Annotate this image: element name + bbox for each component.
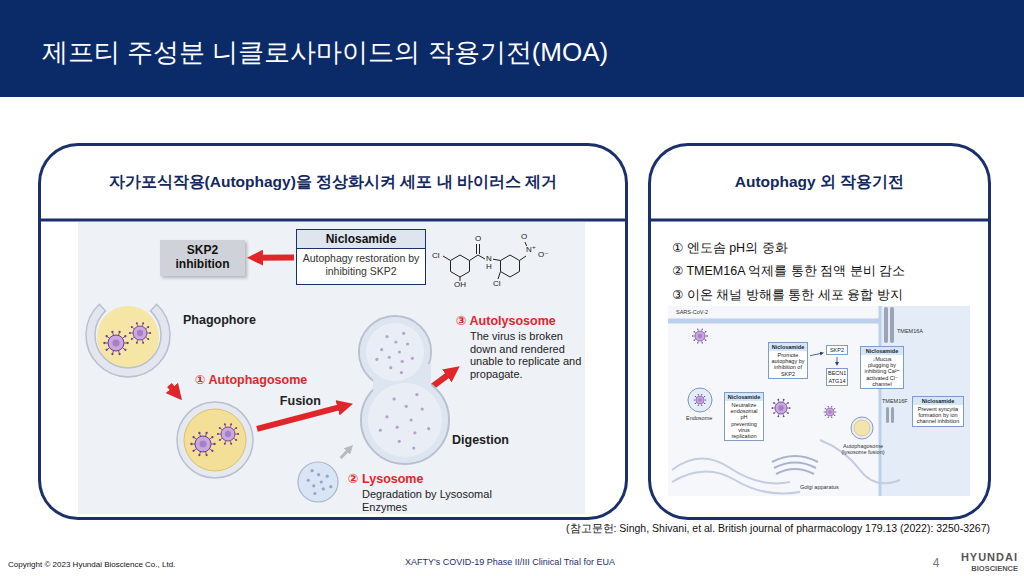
node-heading: SKP2 inhibition bbox=[160, 241, 245, 275]
node-text: Digestion bbox=[452, 433, 532, 447]
cell-membrane bbox=[668, 319, 880, 324]
node-text: Degradation by Lysosomal Enzymes bbox=[362, 488, 497, 513]
virus-symbol bbox=[694, 394, 707, 406]
logo-text: HYUNDAI bbox=[948, 551, 1018, 563]
node-heading: SKP2 bbox=[827, 346, 847, 354]
channel-label: TMEM16A bbox=[897, 328, 923, 334]
content-panel: Autophagy 외 작용기전 ① 엔도솜 pH의 중화 ② TMEM16A 억제… bbox=[648, 143, 991, 520]
virus-group bbox=[692, 328, 836, 418]
autophagosome: ① Autophagosome bbox=[175, 400, 255, 480]
protein-box: SKP2 bbox=[826, 345, 848, 355]
target-box: SKP2 inhibition bbox=[160, 240, 245, 276]
node-heading: ② Lysosome bbox=[348, 471, 468, 486]
slide-title: 제프티 주성분 니클로사마이드의 작용기전(MOA) bbox=[42, 35, 608, 70]
autophagosome-outline bbox=[175, 400, 255, 480]
node-heading: Niclosamide bbox=[769, 343, 807, 351]
node-text: ATG14 bbox=[827, 377, 847, 385]
cell-membrane bbox=[879, 306, 882, 496]
atom-label: N bbox=[485, 255, 493, 263]
node-text: ↓Mucus plugging by inhibiting Ca²⁺ activ… bbox=[861, 355, 903, 388]
er-membrane bbox=[672, 440, 900, 494]
connector-arrow bbox=[837, 357, 838, 364]
autolysosome-outline bbox=[355, 314, 455, 466]
lysosome: ② LysosomeDegradation by Lysosomal Enzym… bbox=[296, 460, 340, 504]
phagophore: Phagophore bbox=[80, 287, 176, 383]
virus-symbol bbox=[824, 406, 837, 418]
phagophore-outline bbox=[80, 287, 176, 383]
organelle-label: Golgi apparatus bbox=[800, 484, 839, 490]
node-text: The virus is broken down and rendered un… bbox=[470, 330, 582, 381]
protein-box: BECN1ATG14 bbox=[826, 368, 848, 386]
node-heading: Niclosamide bbox=[297, 230, 425, 249]
molecule-structure bbox=[443, 242, 538, 282]
connector-arrow bbox=[341, 449, 350, 458]
node-heading: Niclosamide bbox=[725, 393, 763, 401]
connector-arrow bbox=[257, 406, 344, 429]
node-heading: Niclosamide bbox=[861, 347, 903, 355]
virus-symbol bbox=[103, 331, 128, 355]
node-heading: Phagophore bbox=[183, 313, 283, 327]
drug-box: NiclosamideAutophagy restoration by inhi… bbox=[296, 229, 426, 285]
connector-arrow bbox=[169, 385, 175, 393]
drug-box: NiclosamidePromote autophagy by inhibiti… bbox=[768, 342, 808, 379]
virus-symbol bbox=[217, 423, 239, 444]
figure-ground bbox=[668, 306, 970, 496]
edge-label: Fusion bbox=[278, 394, 323, 408]
node-text: ② TMEM16A 억제를 통한 점액 분비 감소 bbox=[672, 263, 982, 280]
illustration-ground bbox=[78, 222, 585, 514]
node-text: Neutralize endosomal pH preventing virus… bbox=[725, 401, 763, 440]
header-divider bbox=[40, 219, 626, 222]
lysosome-outline bbox=[296, 460, 340, 504]
node-text: ① 엔도솜 pH의 중화 bbox=[672, 240, 982, 257]
node-text: ③ 이온 채널 방해를 통한 세포 융합 방지 bbox=[672, 287, 982, 304]
autophagosome-symbol bbox=[854, 420, 870, 436]
atom-label: H bbox=[485, 263, 493, 271]
virus-symbol bbox=[190, 432, 215, 456]
autolysosome: ③ AutolysosomeThe virus is broken down a… bbox=[355, 314, 455, 466]
atom-label: OH bbox=[453, 281, 467, 289]
channel-label: TMEM16F bbox=[882, 398, 908, 404]
drug-box: NiclosamideNeutralize endosomal pH preve… bbox=[724, 392, 764, 441]
atom-label: O⁻ bbox=[537, 251, 549, 259]
atom-label: N⁺ bbox=[525, 246, 537, 254]
atom-label: O bbox=[474, 235, 482, 243]
logo-text: BIOSCIENCE bbox=[948, 564, 1018, 573]
organelle-label: Endosome bbox=[686, 415, 712, 421]
node-text: Promote autophagy by inhibition of SKP2 bbox=[769, 351, 807, 378]
virus-label: SARS-CoV-2 bbox=[676, 309, 708, 315]
atom-label: Cl bbox=[492, 280, 502, 288]
node-heading: Niclosamide bbox=[913, 397, 963, 405]
virus-symbol bbox=[771, 399, 790, 417]
connector-arrow bbox=[810, 353, 822, 355]
copyright-note: Copyright © 2023 Hyundai Bioscience Co.,… bbox=[8, 560, 175, 569]
node-text: Autophagy restoration by inhibiting SKP2 bbox=[297, 249, 425, 280]
node-heading: Autophagy 외 작용기전 bbox=[650, 172, 989, 193]
title-band bbox=[0, 0, 1024, 97]
autophagosome-symbol bbox=[851, 417, 873, 439]
node-heading: BECN1 bbox=[827, 369, 847, 377]
drug-box: Niclosamide↓Mucus plugging by inhibiting… bbox=[860, 346, 904, 389]
node-heading: ③ Autolysosome bbox=[456, 313, 586, 328]
node-heading: ① Autophagosome bbox=[195, 372, 335, 387]
golgi-symbol bbox=[772, 456, 818, 474]
endosome-symbol bbox=[688, 388, 712, 412]
node-text: Prevent syncytia formation by ion channe… bbox=[913, 405, 963, 425]
header-divider bbox=[650, 219, 989, 222]
organelle-label: Autophagosome (lysosome fusion) bbox=[840, 443, 886, 455]
content-panel: 자가포식작용(Autophagy)을 정상화시켜 세포 내 바이러스 제거 Nic… bbox=[38, 143, 628, 520]
node-heading: 자가포식작용(Autophagy)을 정상화시켜 세포 내 바이러스 제거 bbox=[40, 172, 626, 193]
virus-symbol bbox=[129, 322, 151, 343]
cell-region bbox=[880, 306, 970, 496]
connector-arrow bbox=[257, 254, 294, 260]
atom-label: O bbox=[520, 233, 528, 241]
drug-box: NiclosamidePrevent syncytia formation by… bbox=[912, 396, 964, 427]
reference-note: (참고문헌: Singh, Shivani, et al. British jo… bbox=[540, 522, 990, 536]
page-number: 4 bbox=[928, 556, 944, 570]
footer-note: XAFTY's COVID-19 Phase II/III Clinical T… bbox=[330, 557, 690, 567]
atom-label: Cl bbox=[431, 252, 441, 260]
virus-symbol bbox=[692, 328, 708, 343]
